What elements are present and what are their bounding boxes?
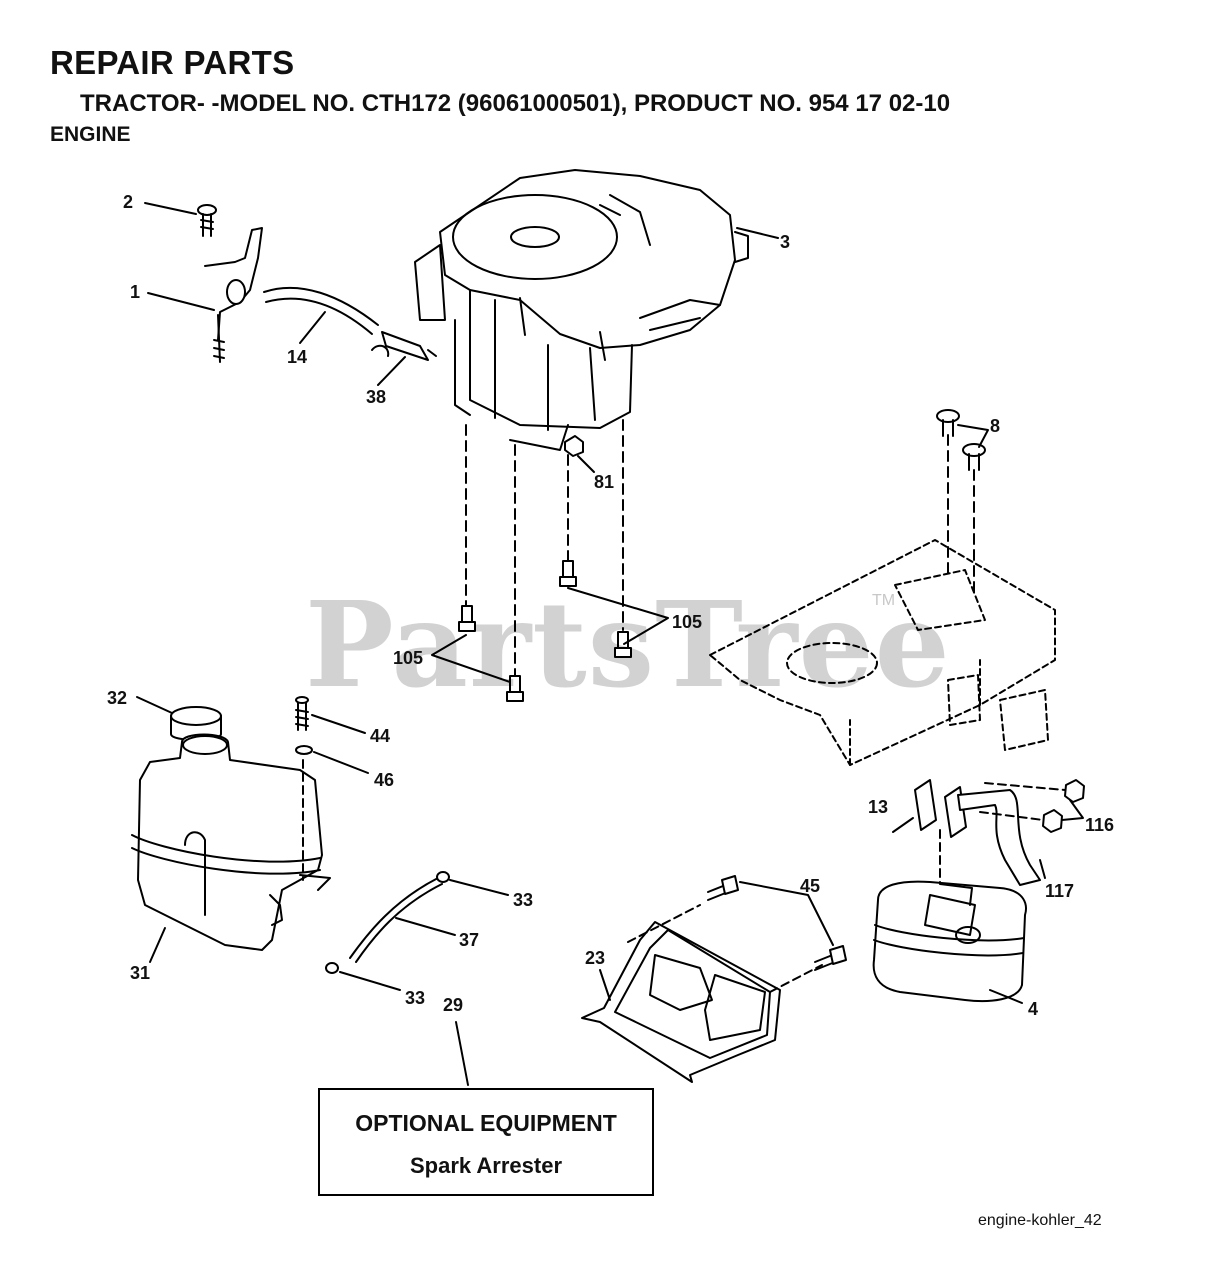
- leader-32: [136, 696, 173, 714]
- bolt-part-105[interactable]: [458, 560, 632, 702]
- model-subtitle: TRACTOR- -MODEL NO. CTH172 (96061000501)…: [80, 90, 951, 117]
- nut-part-81[interactable]: [564, 435, 584, 457]
- leader-33a: [449, 879, 509, 896]
- shield-dash-b: [769, 964, 823, 993]
- screw-part-2[interactable]: [197, 204, 217, 237]
- tractor-frame: [709, 539, 1056, 766]
- callout-33-top: 33: [513, 890, 534, 910]
- bolt-part-8[interactable]: [936, 409, 986, 471]
- callout-46: 46: [374, 770, 395, 790]
- fuel-cap-part-32[interactable]: [170, 706, 222, 741]
- leader-23: [599, 969, 611, 1001]
- engine-part-3[interactable]: [414, 169, 749, 451]
- page-title: REPAIR PARTS: [50, 44, 295, 81]
- screw-part-44[interactable]: [295, 696, 309, 731]
- optional-equipment-item: Spark Arrester: [409, 1153, 563, 1178]
- callout-38: 38: [366, 387, 387, 407]
- leader-31: [149, 927, 166, 963]
- section-heading: ENGINE: [50, 123, 131, 146]
- hose-part-37[interactable]: [349, 877, 443, 963]
- leader-13: [892, 817, 914, 833]
- bolt-part-45[interactable]: [707, 875, 847, 971]
- leader-117: [1039, 859, 1046, 879]
- diagram-code: engine-kohler_42: [978, 1212, 1102, 1229]
- callout-32: 32: [107, 688, 128, 708]
- leader-14: [299, 311, 326, 344]
- leader-8: [957, 424, 989, 448]
- clamp-part-33[interactable]: [325, 871, 450, 974]
- mounting-lines: [465, 419, 975, 676]
- nut-part-116[interactable]: [1042, 779, 1085, 833]
- fuel-hose-part-14[interactable]: [263, 286, 379, 335]
- leader-105: [431, 587, 669, 683]
- leader-37: [395, 917, 456, 936]
- leader-33b: [339, 971, 401, 991]
- fuel-tank-part-31[interactable]: [131, 733, 331, 951]
- leader-29: [455, 1021, 469, 1086]
- shield-dash-a: [627, 904, 701, 943]
- callout-2: 2: [123, 192, 134, 212]
- leader-45: [739, 881, 834, 946]
- gasket-part-13[interactable]: [914, 779, 967, 838]
- leader-44: [311, 714, 366, 734]
- callout-23: 23: [585, 948, 606, 968]
- muffler-part-4[interactable]: [872, 880, 1027, 1003]
- callout-45: 45: [800, 876, 821, 896]
- callout-81: 81: [594, 472, 615, 492]
- leader-116: [1061, 799, 1084, 821]
- callout-116: 116: [1085, 815, 1115, 835]
- callout-29: 29: [443, 995, 464, 1015]
- fuel-filter-part-38[interactable]: [371, 331, 437, 361]
- callout-44: 44: [370, 726, 391, 746]
- heat-shield-part-23[interactable]: [581, 921, 781, 1083]
- leader-4: [989, 989, 1023, 1004]
- callout-33-bottom: 33: [405, 988, 426, 1008]
- exhaust-pipe-part-117[interactable]: [957, 789, 1041, 886]
- callout-31: 31: [130, 963, 151, 983]
- optional-equipment-box: OPTIONAL EQUIPMENT Spark Arrester: [318, 1088, 654, 1196]
- callout-4: 4: [1028, 999, 1039, 1019]
- callout-13: 13: [868, 797, 889, 817]
- leader-3: [736, 227, 779, 239]
- exhaust-dash-lines: [939, 782, 1066, 891]
- callout-117: 117: [1045, 881, 1075, 901]
- callout-8: 8: [990, 416, 1001, 436]
- callout-3: 3: [780, 232, 791, 252]
- washer-part-46[interactable]: [295, 745, 313, 755]
- leader-81: [577, 455, 595, 473]
- callout-14: 14: [287, 347, 308, 367]
- optional-equipment-heading: OPTIONAL EQUIPMENT: [355, 1110, 617, 1136]
- leader-2: [144, 202, 197, 215]
- leader-38: [377, 356, 406, 386]
- callout-1: 1: [130, 282, 141, 302]
- watermark-tm: TM: [872, 592, 896, 609]
- leader-46: [313, 751, 369, 774]
- leader-1: [147, 292, 215, 311]
- throttle-control-part-1[interactable]: [204, 227, 263, 363]
- callout-105-left: 105: [393, 648, 424, 668]
- callout-105-right: 105: [672, 612, 703, 632]
- callout-37: 37: [459, 930, 480, 950]
